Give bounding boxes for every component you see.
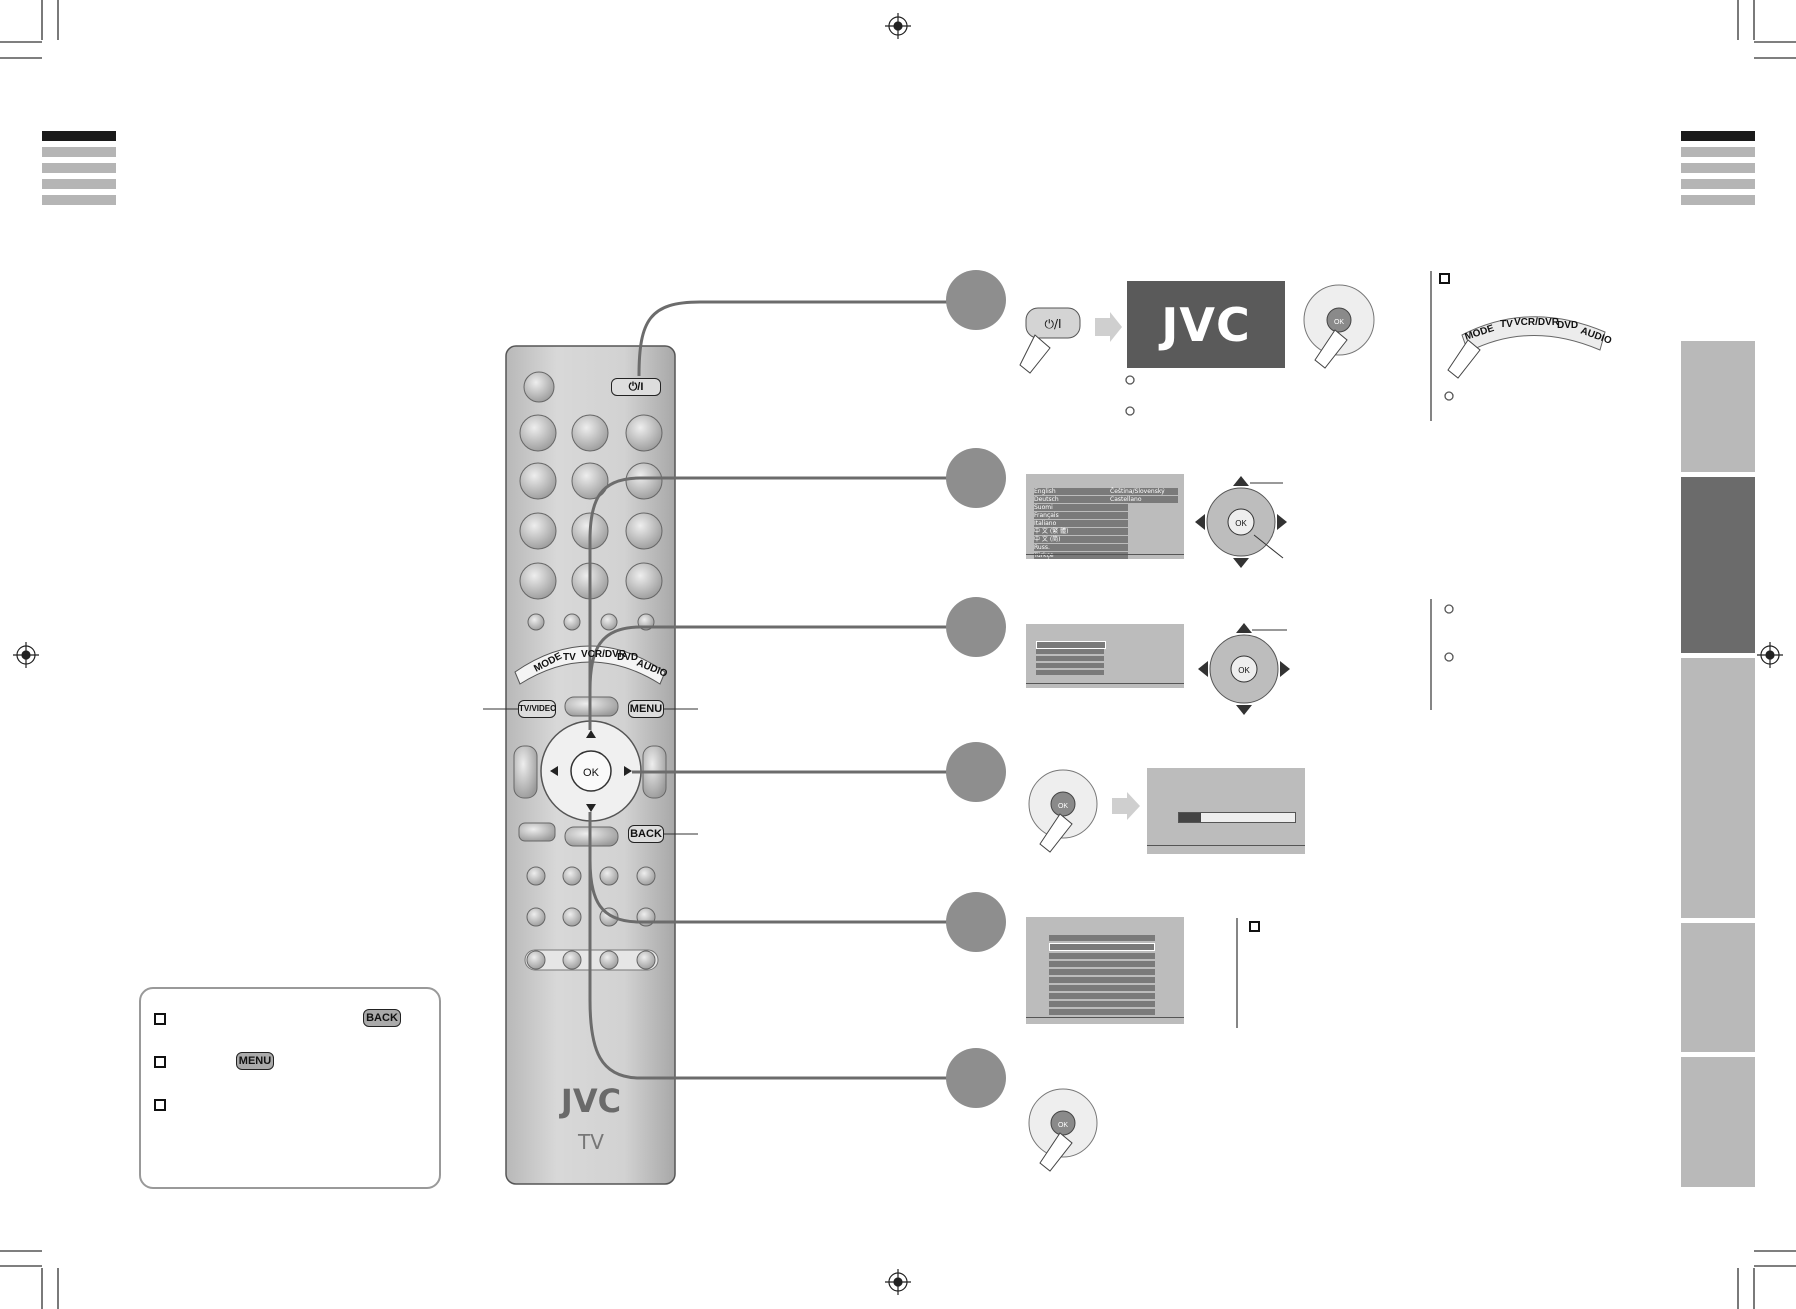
note-bullet-2 bbox=[154, 1056, 166, 1068]
svg-text:TV: TV bbox=[563, 652, 576, 663]
section-tab[interactable] bbox=[1681, 658, 1755, 918]
svg-text:OK: OK bbox=[1238, 666, 1250, 675]
language-item[interactable]: Deutsch bbox=[1034, 496, 1128, 503]
language-item[interactable]: Italiano bbox=[1034, 520, 1128, 527]
step-circle-3 bbox=[946, 597, 1006, 657]
note-bullet-3 bbox=[154, 1099, 166, 1111]
language-menu-screen: English Deutsch Suomi Français Italiano … bbox=[1026, 474, 1184, 559]
step-circle-2 bbox=[946, 448, 1006, 508]
step-circle-6 bbox=[946, 1048, 1006, 1108]
notes-back-button: BACK bbox=[363, 1009, 401, 1027]
channel-item-selected[interactable] bbox=[1049, 943, 1155, 951]
menu-button[interactable]: MENU bbox=[628, 700, 664, 718]
svg-text:OK: OK bbox=[583, 767, 600, 779]
step-circle-5 bbox=[946, 892, 1006, 952]
mode-detail-dvd: DVD bbox=[1557, 320, 1578, 331]
remote-model-label: TV bbox=[578, 1130, 604, 1154]
section-tab[interactable] bbox=[1681, 341, 1755, 472]
svg-text:DVD: DVD bbox=[617, 652, 638, 663]
jvc-splash-screen: JVC bbox=[1127, 281, 1285, 368]
step-circle-4 bbox=[946, 742, 1006, 802]
country-menu-screen bbox=[1026, 624, 1184, 688]
language-item[interactable]: Français bbox=[1034, 512, 1128, 519]
note-bullet-1 bbox=[154, 1013, 166, 1025]
language-list-right: Čeština/Slovenský Castellano bbox=[1110, 488, 1178, 503]
language-list-left: English Deutsch Suomi Français Italiano … bbox=[1034, 488, 1128, 559]
section-tab[interactable] bbox=[1681, 1057, 1755, 1187]
svg-text:OK: OK bbox=[1058, 1122, 1068, 1129]
mode-detail-mode: MODE bbox=[1464, 323, 1496, 343]
notes-box: BACK MENU bbox=[139, 987, 441, 1189]
channel-list-screen bbox=[1026, 917, 1184, 1024]
svg-text:VCR/DVR: VCR/DVR bbox=[581, 649, 627, 660]
language-item[interactable]: Türkçe bbox=[1034, 552, 1128, 559]
svg-text:⏻/I: ⏻/I bbox=[1044, 317, 1061, 331]
back-button[interactable]: BACK bbox=[628, 825, 664, 843]
notes-menu-button: MENU bbox=[236, 1052, 274, 1070]
power-button[interactable]: ⏻/I bbox=[611, 378, 661, 396]
country-item-selected[interactable] bbox=[1036, 641, 1106, 649]
language-item[interactable]: 中 文 (繁 體) bbox=[1034, 528, 1128, 535]
svg-text:OK: OK bbox=[1334, 319, 1344, 326]
language-item[interactable]: English bbox=[1034, 488, 1128, 495]
language-item[interactable]: Čeština/Slovenský bbox=[1110, 488, 1178, 495]
registration-target-icon bbox=[13, 13, 1783, 1295]
svg-text:OK: OK bbox=[1058, 803, 1068, 810]
remote-brand-logo: JVC bbox=[560, 1082, 622, 1120]
language-item[interactable]: Castellano bbox=[1110, 496, 1178, 503]
progress-bar bbox=[1178, 812, 1296, 823]
auto-program-screen bbox=[1147, 768, 1305, 854]
language-item[interactable]: Russ. bbox=[1034, 544, 1128, 551]
tv-video-button[interactable]: TV/VIDEO bbox=[518, 700, 556, 718]
step-circle-1 bbox=[946, 270, 1006, 330]
section-tab[interactable] bbox=[1681, 923, 1755, 1052]
mode-detail-audio: AUDIO bbox=[1579, 325, 1613, 346]
language-item[interactable]: Suomi bbox=[1034, 504, 1128, 511]
mode-detail-vcr: VCR/DVR bbox=[1514, 317, 1560, 328]
mode-detail-tv: TV bbox=[1500, 319, 1513, 330]
section-tab-active[interactable] bbox=[1681, 477, 1755, 653]
language-item[interactable]: 中 文 (简) bbox=[1034, 536, 1128, 543]
svg-text:OK: OK bbox=[1235, 519, 1247, 528]
